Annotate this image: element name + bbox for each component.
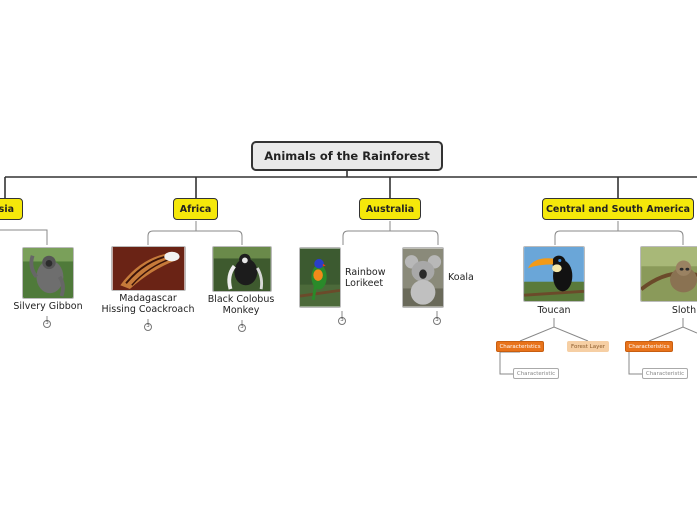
region-central-south-america[interactable]: Central and South America xyxy=(542,198,694,220)
rainbow-lorikeet-photo[interactable] xyxy=(299,247,341,308)
toucan-name[interactable]: Toucan xyxy=(537,305,571,316)
toucan-characteristic-tag[interactable]: Characteristic xyxy=(513,368,559,379)
rainbow-lorikeet-name[interactable]: Rainbow Lorikeet xyxy=(345,267,386,289)
region-australia[interactable]: Australia xyxy=(359,198,421,220)
black-colobus-photo[interactable] xyxy=(212,246,272,292)
koala-name[interactable]: Koala xyxy=(448,272,474,283)
sloth-photo[interactable] xyxy=(640,246,697,302)
silvery-gibbon-name[interactable]: Silvery Gibbon xyxy=(13,301,83,312)
black-colobus-name[interactable]: Black Colobus Monkey xyxy=(207,294,275,316)
toucan-forest-layer-tag[interactable]: Forest Layer xyxy=(567,341,609,352)
koala-photo[interactable] xyxy=(402,247,444,308)
madagascar-cockroach-photo[interactable] xyxy=(111,246,186,291)
region-asia[interactable]: Asia xyxy=(0,198,23,220)
root-title: Animals of the Rainforest xyxy=(264,149,430,163)
silvery-gibbon-count-badge[interactable]: 3 xyxy=(43,320,51,328)
region-central-south-america-label: Central and South America xyxy=(545,203,691,215)
madagascar-cockroach-name[interactable]: Madagascar Hissing Coackroach xyxy=(101,293,195,315)
region-australia-label: Australia xyxy=(365,203,415,215)
region-africa-label: Africa xyxy=(179,203,212,215)
rainbow-lorikeet-count-badge[interactable]: 3 xyxy=(338,317,346,325)
sloth-characteristics-tag[interactable]: Characteristics xyxy=(625,341,673,352)
region-africa[interactable]: Africa xyxy=(173,198,218,220)
madagascar-cockroach-count-badge[interactable]: 3 xyxy=(144,323,152,331)
sloth-name[interactable]: Sloth xyxy=(671,305,697,316)
root-topic[interactable]: Animals of the Rainforest xyxy=(251,141,443,171)
toucan-photo[interactable] xyxy=(523,246,585,302)
silvery-gibbon-photo[interactable] xyxy=(22,247,74,299)
toucan-characteristics-tag[interactable]: Characteristics xyxy=(496,341,544,352)
koala-count-badge[interactable]: 3 xyxy=(433,317,441,325)
black-colobus-count-badge[interactable]: 3 xyxy=(238,324,246,332)
sloth-characteristic-tag[interactable]: Characteristic xyxy=(642,368,688,379)
region-asia-label: Asia xyxy=(0,203,14,215)
